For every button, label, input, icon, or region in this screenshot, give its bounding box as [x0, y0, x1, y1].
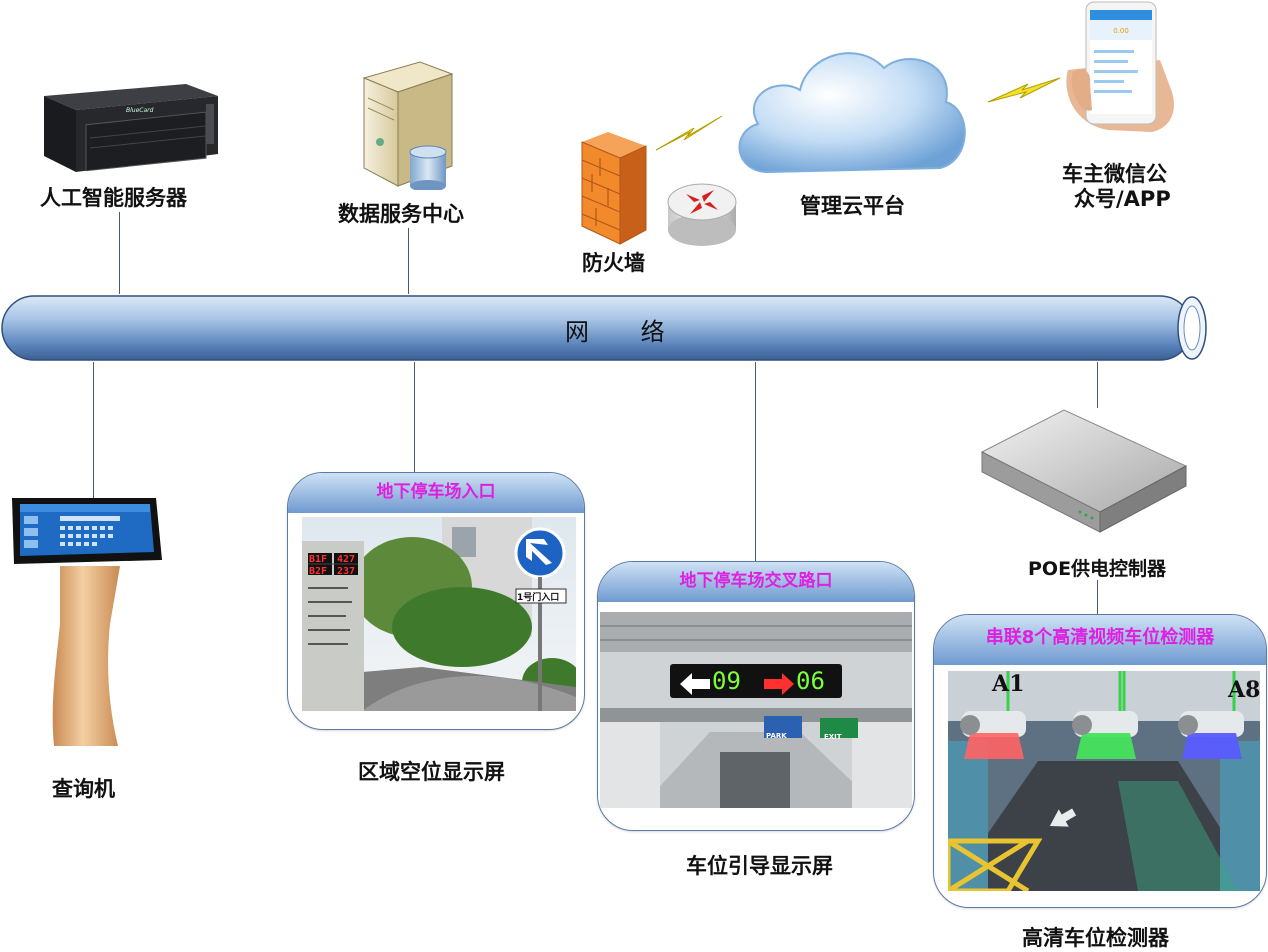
connector-detector: [1097, 580, 1098, 616]
firewall-icon: [578, 130, 650, 246]
cloud-label: 管理云平台: [800, 194, 905, 218]
entrance-photo: [302, 517, 576, 711]
cloud-icon: [728, 32, 974, 182]
poe-label: POE供电控制器: [1028, 558, 1167, 580]
wireless-bolt-icon: [986, 76, 1062, 106]
rack-server-icon: [36, 82, 220, 174]
entrance-sign-b1-count: 427: [337, 554, 356, 565]
owner-app-label-line2: 众号/APP: [1074, 187, 1171, 211]
road-sign-label: 1号门入口: [517, 593, 560, 603]
exit-sign: EXIT: [824, 733, 842, 741]
guide-display-label: 车位引导显示屏: [686, 854, 833, 878]
park-sign: PARK: [766, 732, 787, 740]
crossing-panel-title: 地下停车场交叉路口: [598, 562, 914, 602]
entrance-panel: 地下停车场入口 B1F 427: [287, 472, 585, 730]
detector-label: 高清车位检测器: [1022, 926, 1169, 950]
wireless-bolt-icon: [654, 114, 724, 154]
kiosk-label: 查询机: [52, 777, 115, 801]
kiosk-icon: [10, 494, 164, 750]
poe-controller-icon: [980, 408, 1190, 534]
router-icon: [666, 180, 738, 250]
guide-left-count: 09: [712, 667, 741, 695]
connector-data-center: [408, 228, 409, 294]
crossing-photo: [600, 612, 912, 808]
detector-panel-title: 串联8个高清视频车位检测器: [934, 615, 1266, 665]
connector-ai-server: [119, 212, 120, 294]
data-server-icon: [358, 58, 468, 190]
connector-guide-display: [755, 362, 756, 562]
server-brand: BlueCard: [126, 107, 154, 114]
right-arrow-icon: [764, 673, 794, 695]
detector-photo: [948, 671, 1260, 891]
data-center-label: 数据服务中心: [338, 202, 464, 226]
connector-area-display: [414, 362, 415, 474]
entrance-panel-title: 地下停车场入口: [288, 473, 584, 513]
left-arrow-icon: [680, 673, 710, 695]
detector-panel: 串联8个高清视频车位检测器: [933, 614, 1267, 908]
entrance-sign-b1-floor: B1F: [309, 554, 328, 565]
firewall-label: 防火墙: [582, 251, 645, 275]
svg-text:0.00: 0.00: [1113, 27, 1129, 35]
detector-a1-label: A1: [992, 671, 1025, 697]
ai-server-label: 人工智能服务器: [40, 186, 187, 210]
connector-kiosk: [93, 362, 94, 498]
entrance-sign-b2-count: 237: [337, 566, 356, 577]
network-bus: [0, 293, 1212, 363]
guide-right-count: 06: [796, 667, 825, 695]
detector-a8-label: A8: [1228, 677, 1261, 703]
connector-poe: [1097, 362, 1098, 408]
network-label: 网 络: [565, 318, 687, 346]
entrance-sign-b2-floor: B2F: [309, 566, 328, 577]
mobile-phone-icon: 0.00: [1062, 0, 1180, 134]
owner-app-label-line1: 车主微信公: [1062, 162, 1167, 186]
area-display-label: 区域空位显示屏: [358, 760, 505, 784]
crossing-panel: 地下停车场交叉路口 09 06 PARK EXIT: [597, 561, 915, 831]
